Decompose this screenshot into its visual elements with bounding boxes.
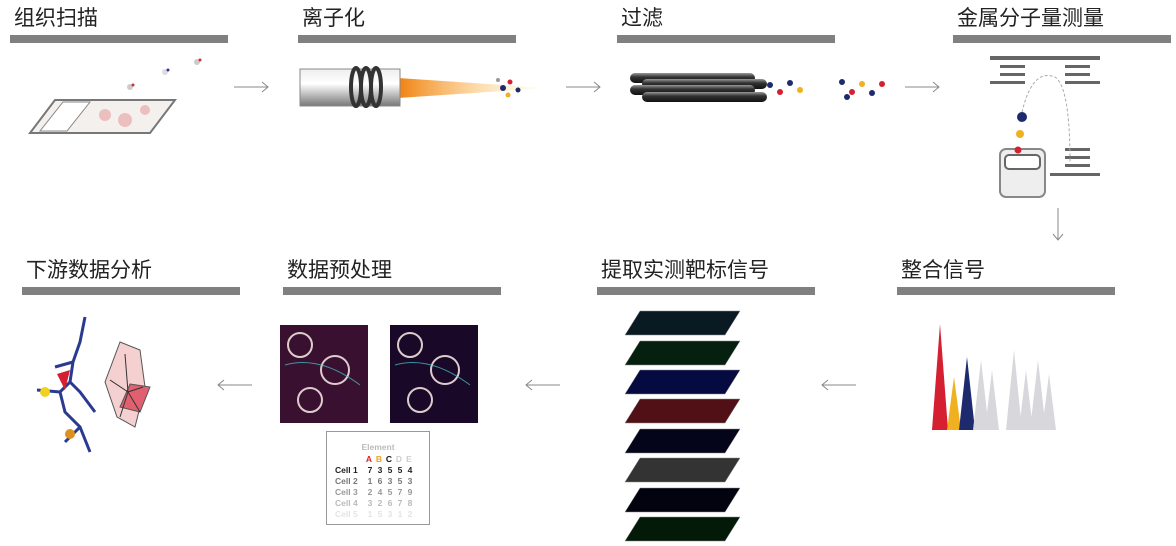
step-bar	[953, 35, 1171, 43]
column-header: A	[365, 454, 373, 464]
arrow-right-icon	[566, 81, 601, 93]
ionization-torch-illustration	[299, 66, 548, 108]
step-preprocessing: 数据预处理	[283, 255, 501, 295]
cell: 5	[387, 465, 393, 475]
segmentation-images-illustration	[280, 325, 478, 423]
arrow-left-icon	[217, 379, 252, 391]
step-bar	[10, 35, 228, 43]
step-downstream-analysis: 下游数据分析	[22, 255, 240, 295]
cell: 1	[367, 509, 373, 519]
cell: 1	[367, 476, 373, 486]
cell: 6	[377, 476, 383, 486]
step-bar	[617, 35, 835, 43]
step-bar	[597, 287, 815, 295]
cell: 4	[407, 465, 413, 475]
step-filtering: 过滤	[617, 3, 835, 43]
signal-peaks-illustration	[932, 324, 1056, 430]
cell: 4	[377, 487, 383, 497]
column-header: D	[395, 454, 403, 464]
step-title: 提取实测靶标信号	[601, 258, 769, 282]
cell: 5	[377, 509, 383, 519]
cell: 3	[407, 476, 413, 486]
quadrupole-filter-illustration	[630, 73, 885, 102]
row-label: Cell 1	[335, 465, 358, 475]
column-header: C	[385, 454, 393, 464]
cell: 3	[377, 465, 383, 475]
step-title: 组织扫描	[14, 6, 98, 30]
cell: 2	[377, 498, 383, 508]
step-tissue-scan: 组织扫描	[10, 3, 228, 43]
cell: 5	[397, 476, 403, 486]
step-ionization: 离子化	[298, 3, 516, 43]
step-title: 金属分子量测量	[957, 6, 1104, 30]
arrow-right-icon	[905, 81, 940, 93]
row-label: Cell 4	[335, 498, 358, 508]
row-label: Cell 5	[335, 509, 358, 519]
cell: 1	[397, 509, 403, 519]
step-mass-measurement: 金属分子量测量	[953, 3, 1171, 43]
arrow-left-icon	[821, 379, 856, 391]
step-signal-integration: 整合信号	[897, 255, 1115, 295]
step-bar	[22, 287, 240, 295]
channel-image-stack-illustration	[624, 310, 741, 542]
cell: 6	[387, 498, 393, 508]
cell: 5	[387, 487, 393, 497]
arrow-left-icon	[525, 379, 560, 391]
column-header: E	[406, 454, 412, 464]
step-title: 过滤	[621, 6, 663, 30]
step-title: 整合信号	[901, 258, 985, 282]
cell: 7	[397, 498, 403, 508]
arrow-right-icon	[234, 81, 269, 93]
cell: 7	[367, 465, 373, 475]
step-bar	[298, 35, 516, 43]
step-bar	[897, 287, 1115, 295]
step-title: 数据预处理	[287, 258, 392, 282]
step-bar	[283, 287, 501, 295]
cell: 7	[397, 487, 403, 497]
cell: 3	[387, 509, 393, 519]
step-title: 离子化	[302, 6, 365, 30]
cell: 2	[407, 509, 413, 519]
row-label: Cell 2	[335, 476, 358, 486]
cell: 8	[407, 498, 413, 508]
step-title: 下游数据分析	[26, 258, 152, 282]
cell: 2	[367, 487, 373, 497]
cell: 3	[387, 476, 393, 486]
row-label: Cell 3	[335, 487, 358, 497]
step-extract-target-signal: 提取实测靶标信号	[597, 255, 815, 295]
downstream-analysis-illustration	[36, 316, 151, 453]
cell: 9	[407, 487, 413, 497]
tissue-slide-illustration	[27, 58, 202, 134]
time-of-flight-illustration	[990, 56, 1100, 198]
arrow-down-icon	[1052, 208, 1064, 241]
cell: 3	[367, 498, 373, 508]
table-header: Element	[361, 442, 395, 452]
column-header: B	[375, 454, 383, 464]
cell: 5	[397, 465, 403, 475]
